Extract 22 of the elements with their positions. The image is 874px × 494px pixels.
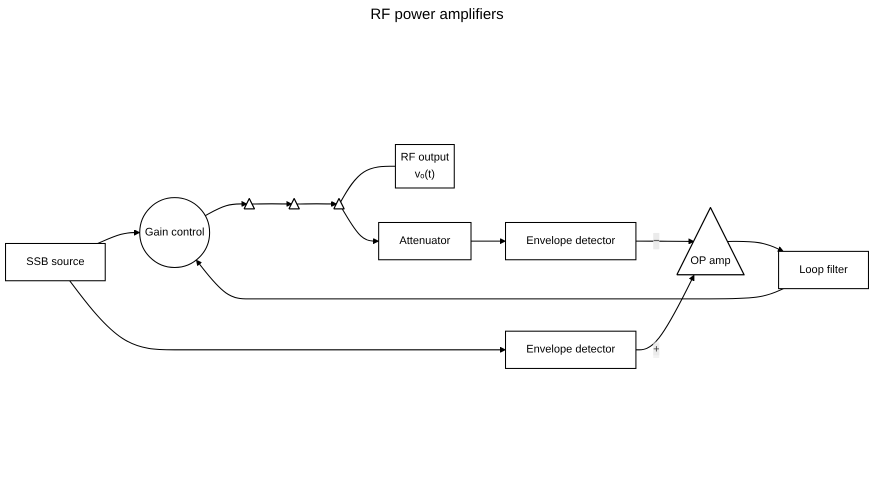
- arrow: [636, 238, 694, 244]
- arrow: [69, 280, 506, 352]
- diagram-title: RF power amplifiers: [369, 5, 505, 25]
- connector: [340, 165, 396, 202]
- arrow: [204, 200, 248, 216]
- node-box: RF output vₒ(t): [394, 144, 455, 188]
- arrow: [728, 240, 784, 252]
- edge-label: +: [653, 343, 660, 355]
- node-circle: Gain control: [139, 196, 210, 268]
- arrow: [471, 238, 506, 244]
- arrow: [636, 274, 694, 350]
- arrow: [97, 229, 140, 244]
- node-box: SSB source: [5, 242, 106, 281]
- node-box: Envelope detector: [505, 330, 636, 368]
- edge-label: −: [653, 234, 660, 246]
- arrow: [196, 259, 784, 299]
- node-box: Envelope detector: [505, 222, 636, 260]
- arrow: [297, 200, 338, 206]
- node-box: Loop filter: [778, 250, 869, 289]
- node-box: Attenuator: [378, 222, 472, 260]
- arrow: [342, 208, 379, 244]
- arrow: [252, 200, 292, 206]
